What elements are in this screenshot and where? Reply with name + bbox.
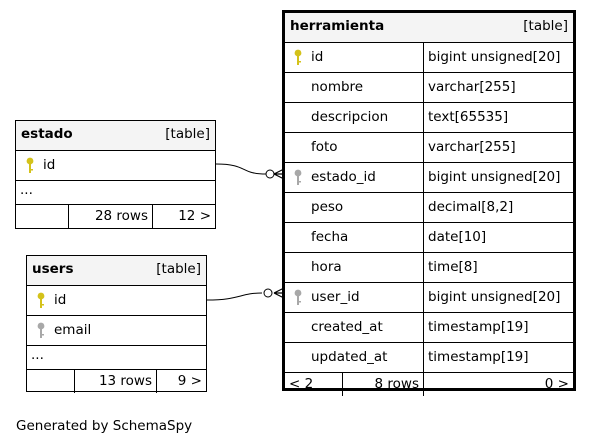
column-row-foto[interactable]: foto varchar[255] <box>285 133 573 163</box>
column-type: bigint unsigned[20] <box>428 169 561 185</box>
column-row[interactable]: id <box>16 151 215 181</box>
column-type: date[10] <box>428 229 487 245</box>
column-type: time[8] <box>428 259 478 275</box>
column-row-hora[interactable]: hora time[8] <box>285 253 573 283</box>
column-row-user_id[interactable]: user_id bigint unsigned[20] <box>285 283 573 313</box>
more-columns-ellipsis: ... <box>27 346 206 370</box>
column-type: varchar[255] <box>428 79 516 95</box>
column-type: timestamp[19] <box>428 349 529 365</box>
generated-by-footer: Generated by SchemaSpy <box>16 418 193 434</box>
column-type: varchar[255] <box>428 139 516 155</box>
column-name: id <box>311 49 324 65</box>
column-name: created_at <box>311 319 383 335</box>
column-row-updated_at[interactable]: updated_at timestamp[19] <box>285 343 573 373</box>
column-row[interactable]: email <box>27 316 206 346</box>
table-name: estado <box>21 126 73 142</box>
column-name: user_id <box>311 289 360 305</box>
column-name: updated_at <box>311 349 388 365</box>
row-count: 8 rows <box>374 376 419 392</box>
row-count: 13 rows <box>98 373 152 389</box>
column-name: fecha <box>311 229 349 245</box>
column-row-nombre[interactable]: nombre varchar[255] <box>285 73 573 103</box>
column-name: id <box>54 292 67 308</box>
row-count: 28 rows <box>94 208 148 224</box>
users-table[interactable]: users [table] id email ... 13 rows 9 > <box>26 255 207 393</box>
column-name: id <box>43 157 56 173</box>
column-name: nombre <box>311 79 364 95</box>
primary-key-icon <box>294 49 302 66</box>
column-name: hora <box>311 259 342 275</box>
column-name: foto <box>311 139 338 155</box>
primary-key-icon <box>37 292 45 309</box>
table-name: users <box>32 261 74 277</box>
users-footer: 13 rows 9 > <box>27 370 206 393</box>
foreign-key-icon <box>294 169 302 186</box>
estado-table[interactable]: estado [table] id ... 28 rows 12 > <box>15 120 216 229</box>
column-type: bigint unsigned[20] <box>428 49 561 65</box>
column-type: decimal[8,2] <box>428 199 514 215</box>
herramienta-header: herramienta [table] <box>285 13 573 43</box>
table-name: herramienta <box>290 18 385 34</box>
parents-count[interactable]: < 2 <box>289 376 314 392</box>
column-row-fecha[interactable]: fecha date[10] <box>285 223 573 253</box>
users-to-herramienta-edge <box>206 292 263 301</box>
children-count[interactable]: 0 > <box>544 376 569 392</box>
column-type: timestamp[19] <box>428 319 529 335</box>
foreign-key-icon <box>294 289 302 306</box>
column-row[interactable]: id <box>27 286 206 316</box>
column-type: text[65535] <box>428 109 509 125</box>
table-tag: [table] <box>523 18 568 34</box>
users-header: users [table] <box>27 256 206 286</box>
foreign-key-icon <box>37 322 45 339</box>
table-tag: [table] <box>156 261 201 277</box>
column-name: descripcion <box>311 109 389 125</box>
column-row-estado_id[interactable]: estado_id bigint unsigned[20] <box>285 163 573 193</box>
more-columns-ellipsis: ... <box>16 181 215 205</box>
column-row-created_at[interactable]: created_at timestamp[19] <box>285 313 573 343</box>
estado-to-herramienta-edge <box>215 163 267 175</box>
column-name: estado_id <box>311 169 376 185</box>
column-row-descripcion[interactable]: descripcion text[65535] <box>285 103 573 133</box>
herramienta-table[interactable]: herramienta [table] id bigint unsigned[20… <box>282 10 576 396</box>
column-name: email <box>54 322 92 338</box>
table-tag: [table] <box>165 126 210 142</box>
column-row-peso[interactable]: peso decimal[8,2] <box>285 193 573 223</box>
estado-header: estado [table] <box>16 121 215 151</box>
column-name: peso <box>311 199 344 215</box>
column-type: bigint unsigned[20] <box>428 289 561 305</box>
estado-footer: 28 rows 12 > <box>16 205 215 228</box>
column-row-id[interactable]: id bigint unsigned[20] <box>285 43 573 73</box>
children-count[interactable]: 9 > <box>177 373 202 389</box>
users-edge-zero-marker <box>263 288 273 298</box>
herramienta-footer: < 2 8 rows 0 > <box>285 373 573 396</box>
estado-edge-zero-marker <box>265 169 275 179</box>
primary-key-icon <box>26 157 34 174</box>
children-count[interactable]: 12 > <box>178 208 211 224</box>
